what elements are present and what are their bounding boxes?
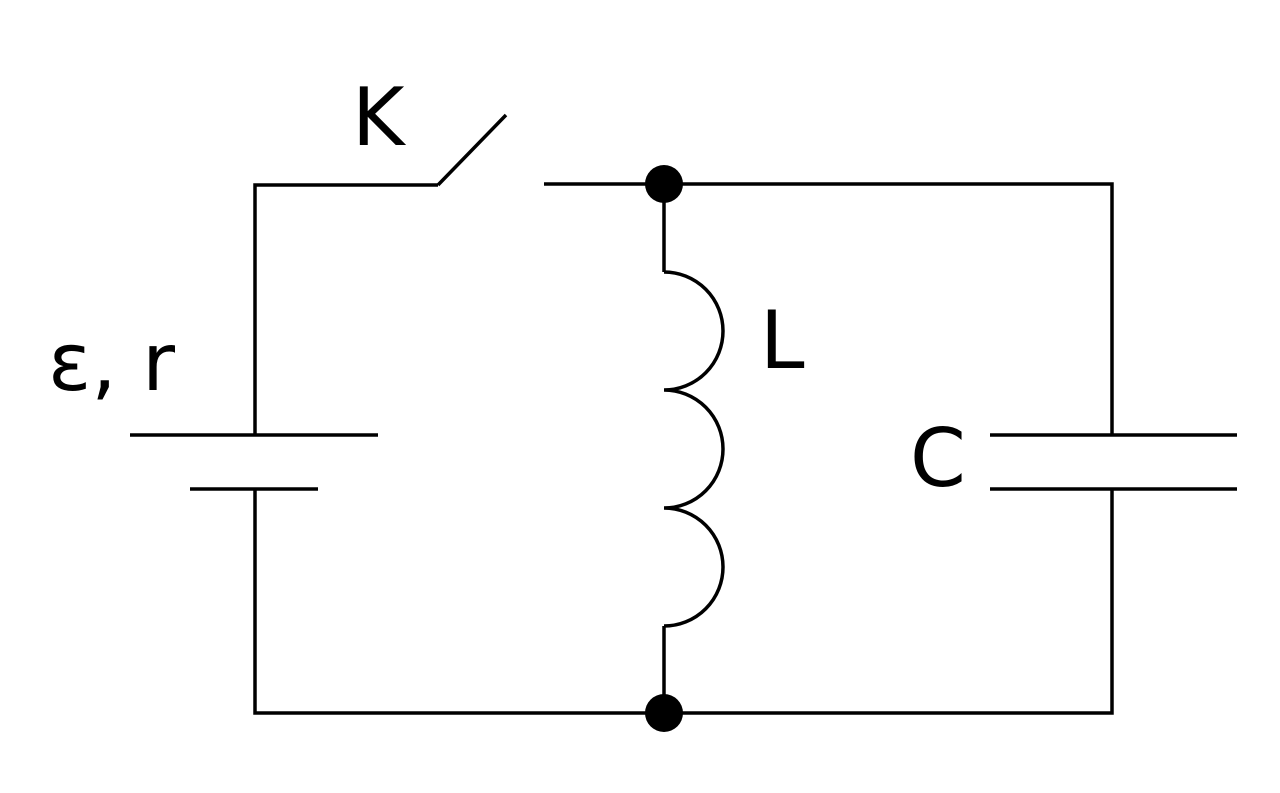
wire-bottom-right xyxy=(664,489,1114,715)
label-inductor: L xyxy=(760,294,805,387)
junction-bottom xyxy=(645,694,683,732)
switch xyxy=(436,113,664,187)
wire-bottom-left xyxy=(253,489,664,715)
inductor-coil xyxy=(663,270,725,628)
label-capacitor: C xyxy=(910,412,966,505)
wire-top-right xyxy=(664,182,1114,435)
switch-blade xyxy=(436,113,508,187)
junction-top xyxy=(645,165,683,203)
capacitor xyxy=(990,433,1237,491)
inductor xyxy=(662,184,725,713)
label-source: ε, r xyxy=(48,316,175,409)
battery xyxy=(130,433,378,491)
wire-top-left xyxy=(253,183,438,435)
label-switch: K xyxy=(352,71,407,164)
left-branch xyxy=(253,183,664,715)
